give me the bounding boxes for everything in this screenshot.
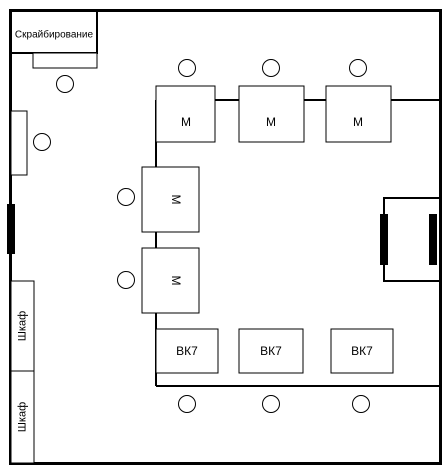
microscope-label: М — [181, 115, 191, 129]
chair-icon — [117, 271, 135, 289]
scribing-table[interactable] — [32, 52, 98, 69]
chair-icon — [178, 395, 196, 413]
chair-icon — [349, 59, 367, 77]
vk7-label: ВК7 — [260, 344, 282, 358]
room-wall — [9, 9, 442, 465]
vk7-label: ВК7 — [351, 344, 373, 358]
chair-icon — [352, 395, 370, 413]
chair-icon — [117, 188, 135, 206]
microscope-station[interactable] — [141, 247, 200, 314]
left-door-icon[interactable] — [7, 204, 15, 254]
chair-icon — [262, 59, 280, 77]
vk7-station[interactable] — [155, 328, 219, 374]
vk7-station[interactable] — [330, 328, 394, 374]
vk7-station[interactable] — [238, 328, 304, 374]
microscope-station[interactable] — [141, 166, 200, 233]
microscope-label: М — [169, 276, 183, 286]
right-door-leaf-icon[interactable] — [429, 214, 437, 265]
chair-icon — [262, 395, 280, 413]
microscope-label: М — [169, 195, 183, 205]
left-wall-table[interactable] — [10, 110, 28, 176]
cabinet-bottom[interactable] — [10, 370, 35, 464]
microscope-station[interactable] — [325, 85, 392, 143]
cabinet-label: Шкаф — [17, 402, 29, 432]
scribing-station[interactable] — [10, 10, 98, 54]
scribing-label: Скрайбирование — [15, 29, 94, 41]
microscope-label: М — [353, 115, 363, 129]
microscope-station[interactable] — [238, 85, 305, 143]
vk7-label: ВК7 — [176, 344, 198, 358]
chair-icon — [33, 133, 51, 151]
chair-icon — [56, 75, 74, 93]
cabinet-label: Шкаф — [17, 311, 29, 341]
chair-icon — [178, 59, 196, 77]
microscope-station[interactable] — [155, 85, 216, 143]
right-door-leaf-icon[interactable] — [380, 214, 388, 265]
microscope-label: М — [266, 115, 276, 129]
